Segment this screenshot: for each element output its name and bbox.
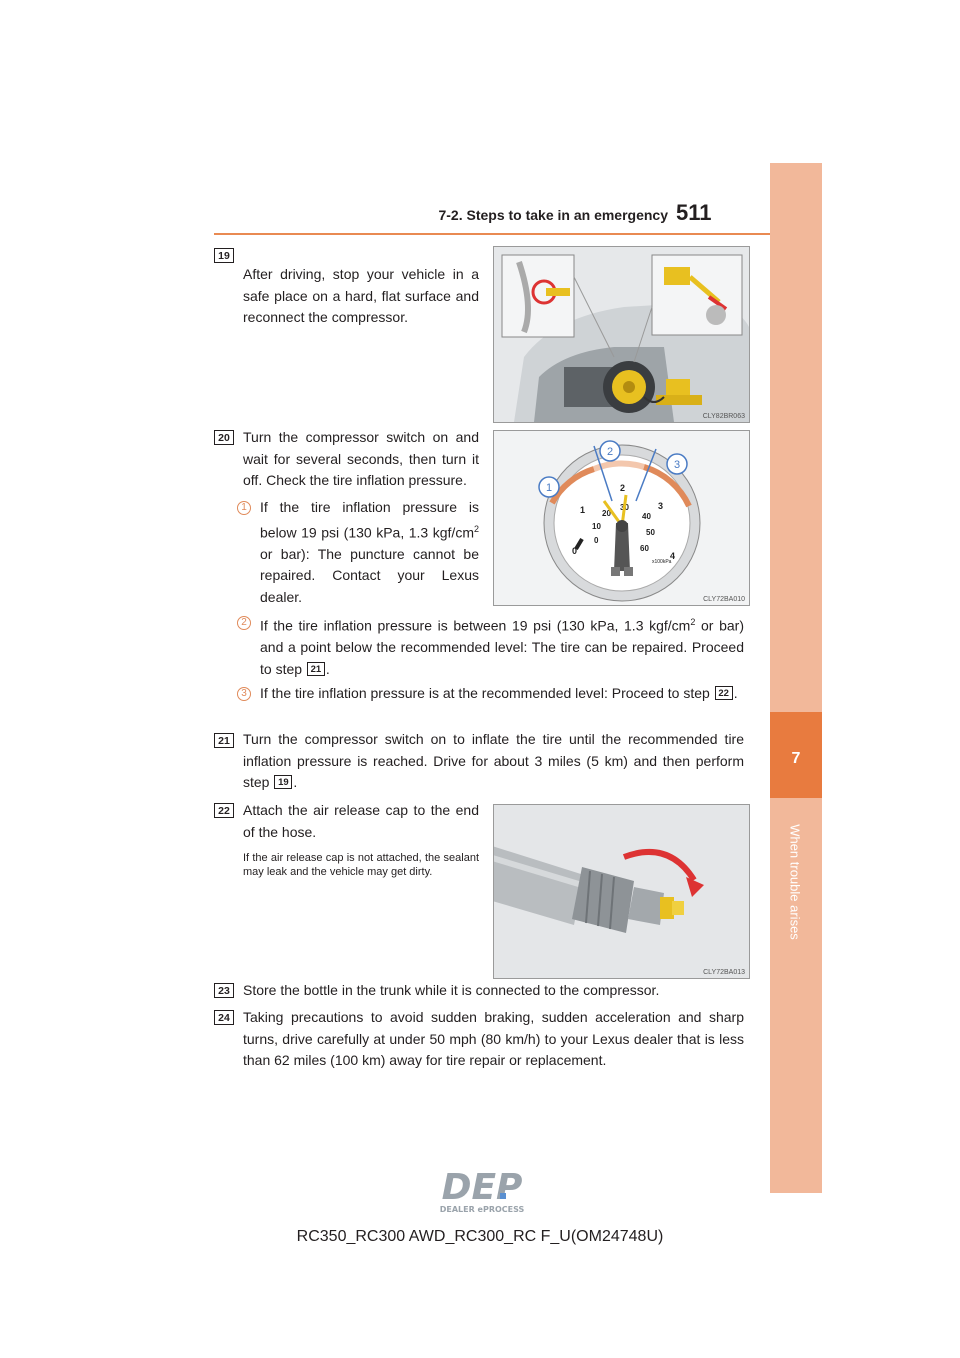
step-23-text: Store the bottle in the trunk while it i… — [243, 982, 660, 998]
gauge-unit: x100kPa — [652, 559, 672, 565]
inner-tick-50: 50 — [646, 528, 655, 537]
step-19-text: After driving, stop your vehicle in a sa… — [243, 266, 479, 325]
outer-tick-2: 2 — [620, 483, 625, 493]
outer-tick-4: 4 — [670, 551, 675, 561]
figure-code: CLY82BR063 — [702, 413, 745, 420]
step-22-badge: 22 — [214, 803, 234, 818]
figure-reconnect-compressor: CLY82BR063 — [493, 246, 750, 423]
step-19-badge: 19 — [214, 248, 234, 263]
chapter-tab[interactable] — [770, 712, 822, 798]
sub-item-3-text: If the tire inflation pressure is at the… — [260, 685, 738, 701]
outer-tick-3: 3 — [658, 501, 663, 511]
figure-air-release-cap: CLY72BA013 — [493, 804, 750, 979]
inner-tick-10: 10 — [592, 522, 601, 531]
step-21-text: Turn the compressor switch on to inflate… — [243, 731, 744, 790]
step-ref-21[interactable]: 21 — [306, 661, 325, 676]
sub-item-3-marker: 3 — [237, 687, 251, 701]
step-20-badge: 20 — [214, 430, 234, 445]
dealer-eprocess-logo: DEP DEALER ePROCESS — [416, 1165, 548, 1215]
footer-model-code: RC350_RC300 AWD_RC300_RC F_U(OM24748U) — [296, 1228, 664, 1245]
logo-mark: DEP — [442, 1167, 523, 1208]
step-22-text: Attach the air release cap to the end of… — [243, 802, 479, 840]
inner-tick-40: 40 — [642, 512, 651, 521]
outer-tick-1: 1 — [580, 505, 585, 515]
step-22-note: If the air release cap is not attached, … — [243, 852, 479, 878]
step-23-badge: 23 — [214, 983, 234, 998]
step-ref-22[interactable]: 22 — [714, 686, 733, 700]
inner-tick-60: 60 — [640, 544, 649, 553]
page-number: 511 — [676, 200, 712, 225]
sub-item-2-text: If the tire inflation pressure is betwee… — [260, 617, 745, 677]
step-20-text: Turn the compressor switch on and wait f… — [243, 429, 479, 488]
chapter-number: 7 — [791, 750, 801, 767]
section-title: 7-2. Steps to take in an emergency — [438, 207, 668, 223]
figure-code: CLY72BA013 — [703, 969, 745, 976]
callout-1: 1 — [546, 482, 552, 494]
inner-tick-0: 0 — [594, 536, 599, 545]
step-ref-19[interactable]: 19 — [274, 775, 293, 789]
callout-2: 2 — [607, 446, 613, 458]
figure-pressure-gauge: 1 2 3 0 1 2 3 4 0 10 20 30 40 50 60 x100… — [493, 430, 750, 606]
logo-subtext: DEALER ePROCESS — [440, 1205, 525, 1214]
step-21-badge: 21 — [214, 733, 234, 748]
outer-tick-0: 0 — [572, 546, 577, 556]
figure-code: CLY72BA010 — [703, 596, 745, 603]
step-24-text: Taking precautions to avoid sudden braki… — [243, 1009, 744, 1068]
sub-item-2-marker: 2 — [237, 616, 251, 630]
sub-item-1-text: If the tire inflation pressure is below … — [260, 499, 479, 605]
chapter-label: When trouble arises — [787, 824, 803, 940]
step-24-badge: 24 — [214, 1010, 234, 1025]
callout-3: 3 — [674, 459, 680, 471]
sub-item-1-marker: 1 — [237, 501, 251, 515]
side-band — [770, 163, 822, 1193]
header-rule — [214, 233, 822, 235]
inner-tick-20: 20 — [602, 509, 611, 518]
